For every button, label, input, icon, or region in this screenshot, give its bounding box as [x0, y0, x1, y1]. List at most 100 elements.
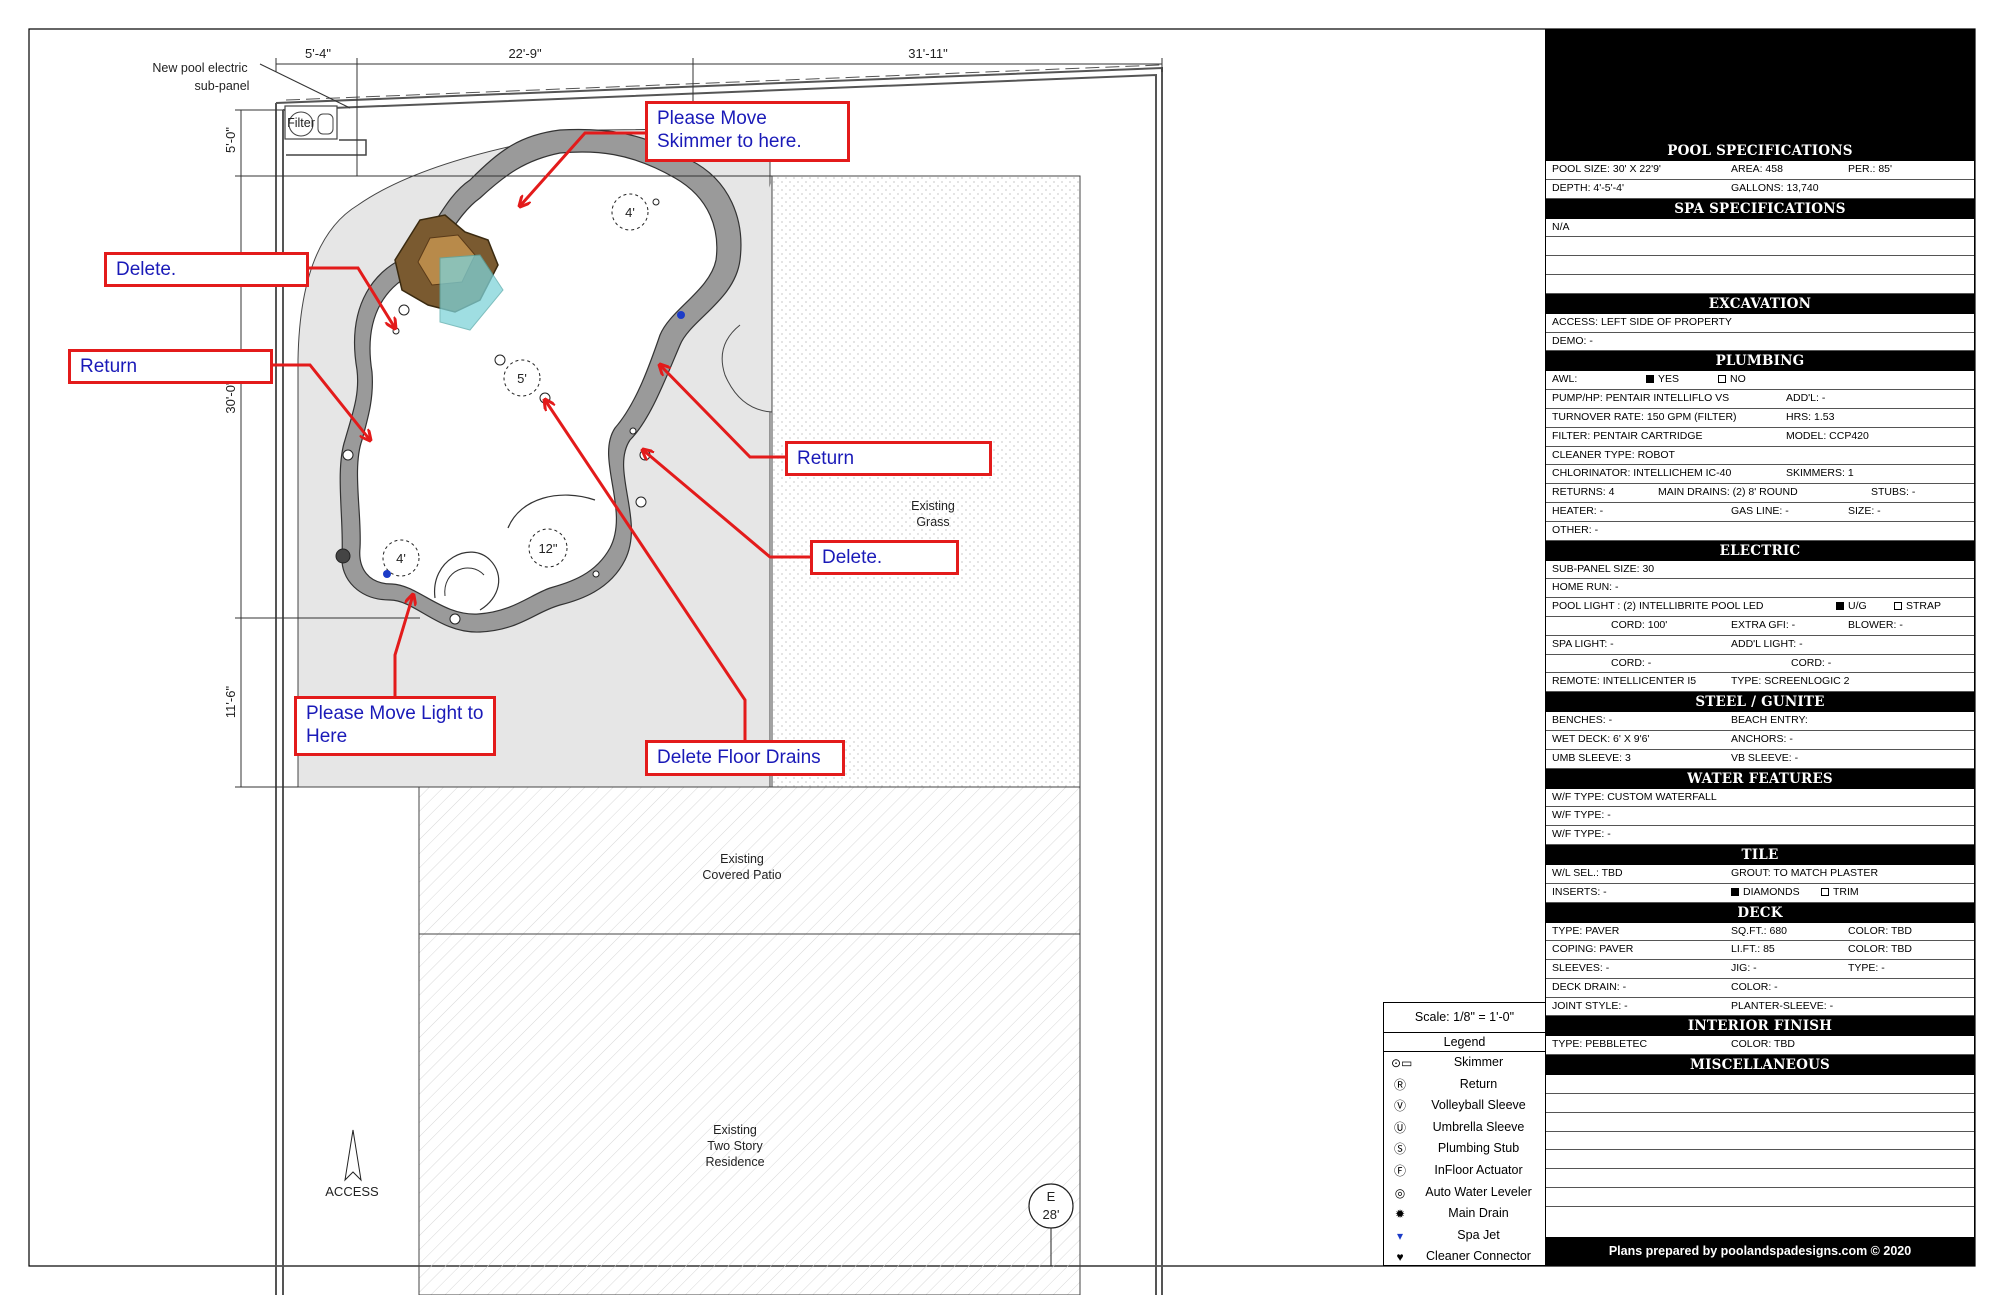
awl-yes: YES [1646, 371, 1679, 388]
spec-value: CORD: - [1791, 656, 1832, 669]
spec-value: COLOR: - [1731, 980, 1778, 993]
spec-value: SIZE: - [1848, 504, 1881, 517]
spec-value: ACCESS: LEFT SIDE OF PROPERTY [1552, 315, 1732, 328]
spec-value: SQ.FT.: 680 [1731, 924, 1788, 937]
spec-value: FILTER: PENTAIR CARTRIDGE [1552, 429, 1703, 442]
dimension-label: 5'-4" [305, 46, 331, 61]
spec-value: ADD'L: - [1786, 392, 1826, 405]
spec-value: HEATER: - [1552, 504, 1604, 517]
spec-value: DEMO: - [1552, 334, 1593, 347]
cleaner-connector-icon: ♥ [1396, 1250, 1404, 1265]
spec-value: GROUT: TO MATCH PLASTER [1731, 866, 1879, 879]
specifications-panel: POOL SPECIFICATIONS POOL SIZE: 30' X 22'… [1545, 29, 1975, 1266]
patio-label: Covered Patio [702, 868, 781, 882]
spec-value: WET DECK: 6' X 9'6' [1552, 732, 1650, 745]
checkbox-checked-icon [1731, 887, 1739, 896]
spec-value: REMOTE: INTELLICENTER I5 [1552, 675, 1697, 688]
spec-value: COPING: PAVER [1552, 943, 1634, 956]
filter-label: Filter [287, 116, 315, 130]
dimension-label: 30'-0" [223, 380, 238, 414]
existing-covered-patio [418, 786, 1081, 935]
residence-label: Residence [705, 1155, 764, 1169]
spec-value: JOINT STYLE: - [1552, 999, 1628, 1012]
spec-value: DEPTH: 4'-5'-4' [1552, 181, 1624, 194]
legend-item: ▾Spa Jet [1384, 1225, 1545, 1247]
legend-title: Legend [1384, 1033, 1545, 1052]
section-title: PLUMBING [1546, 351, 1974, 372]
spec-value: ADD'L LIGHT: - [1731, 637, 1803, 650]
spec-value: OTHER: - [1552, 523, 1599, 536]
section-title: EXCAVATION [1546, 293, 1974, 314]
auto-water-leveler-icon: ◎ [1394, 1185, 1406, 1200]
note-move-light: Please Move Light to Here [294, 696, 496, 756]
spec-value: DIAMONDS [1743, 885, 1800, 898]
spec-value: DECK DRAIN: - [1552, 980, 1627, 993]
spec-value: HRS: 1.53 [1786, 410, 1835, 423]
spec-value: CORD: 100' [1611, 618, 1668, 631]
grass-label: Grass [916, 515, 949, 529]
spec-value: POOL SIZE: 30' X 22'9' [1552, 163, 1661, 175]
grass-label: Existing [911, 499, 955, 513]
annotation-leaders [272, 131, 810, 744]
spec-value: TYPE: PEBBLETEC [1552, 1038, 1648, 1051]
volleyball-sleeve-icon: Ⓥ [1393, 1099, 1406, 1114]
spec-value: CHLORINATOR: INTELLICHEM IC-40 [1552, 467, 1732, 480]
spec-value: SUB-PANEL SIZE: 30 [1552, 562, 1655, 575]
spec-value: STRAP [1906, 600, 1942, 613]
spec-value: W/L SEL.: TBD [1552, 866, 1623, 879]
spec-value: W/F TYPE: - [1552, 809, 1611, 822]
spec-value: MAIN DRAINS: (2) 8' ROUND [1658, 486, 1798, 499]
section-title: INTERIOR FINISH [1546, 1016, 1974, 1037]
spec-value: CORD: - [1611, 656, 1652, 669]
note-return-2: Return [785, 441, 992, 476]
depth-label: 5' [517, 371, 527, 386]
section-title: STEEL / GUNITE [1546, 692, 1974, 713]
spec-value: COLOR: TBD [1848, 943, 1912, 956]
equipment-pad: Filter [284, 105, 367, 156]
awl-no: NO [1718, 371, 1746, 388]
existing-grass [771, 175, 1081, 788]
checkbox-checked-icon [1836, 602, 1844, 611]
elevation-label: 28' [1043, 1207, 1060, 1222]
section-title: WATER FEATURES [1546, 768, 1974, 789]
note-return-1: Return [68, 349, 273, 384]
dimension-lines [235, 58, 1163, 788]
section-title: DECK [1546, 902, 1974, 923]
spec-value: AWL: [1552, 373, 1578, 386]
spec-footer: Plans prepared by poolandspadesigns.com … [1546, 1237, 1974, 1265]
spec-value: PUMP/HP: PENTAIR INTELLIFLO VS [1552, 392, 1730, 405]
spec-value: AREA: 458 [1731, 163, 1783, 175]
spec-value: JIG: - [1731, 962, 1757, 975]
spec-value: RETURNS: 4 [1552, 486, 1615, 499]
checkbox-icon [1894, 602, 1902, 611]
note-delete-1: Delete. [104, 252, 309, 287]
spec-value: POOL LIGHT : (2) INTELLIBRITE POOL LED [1552, 600, 1764, 613]
access-arrow-icon [344, 1129, 362, 1182]
section-title: SPA SPECIFICATIONS [1546, 198, 1974, 219]
spec-value: LI.FT.: 85 [1731, 943, 1775, 956]
spec-value: N/A [1552, 220, 1570, 233]
section-title: ELECTRIC [1546, 540, 1974, 561]
dimension-label: 31'-11" [908, 46, 948, 61]
dimension-label: 5'-0" [223, 127, 238, 153]
section-title: TILE [1546, 844, 1974, 865]
spec-value: COLOR: TBD [1848, 924, 1912, 937]
depth-label: 12" [538, 541, 557, 556]
checkbox-icon [1821, 887, 1829, 896]
depth-markers [382, 193, 649, 577]
spec-header-block: POOL SPECIFICATIONS [1546, 30, 1974, 161]
waterfall-rocks [394, 214, 504, 331]
spec-value: PER.: 85' [1848, 163, 1893, 175]
spec-value: TYPE: PAVER [1552, 924, 1620, 937]
existing-residence [418, 933, 1081, 1295]
spec-value: TRIM [1833, 885, 1859, 898]
spec-value: GALLONS: 13,740 [1731, 181, 1819, 194]
spec-value: STUBS: - [1871, 486, 1916, 499]
residence-label: Two Story [707, 1139, 763, 1153]
access-label: ACCESS [325, 1184, 379, 1199]
